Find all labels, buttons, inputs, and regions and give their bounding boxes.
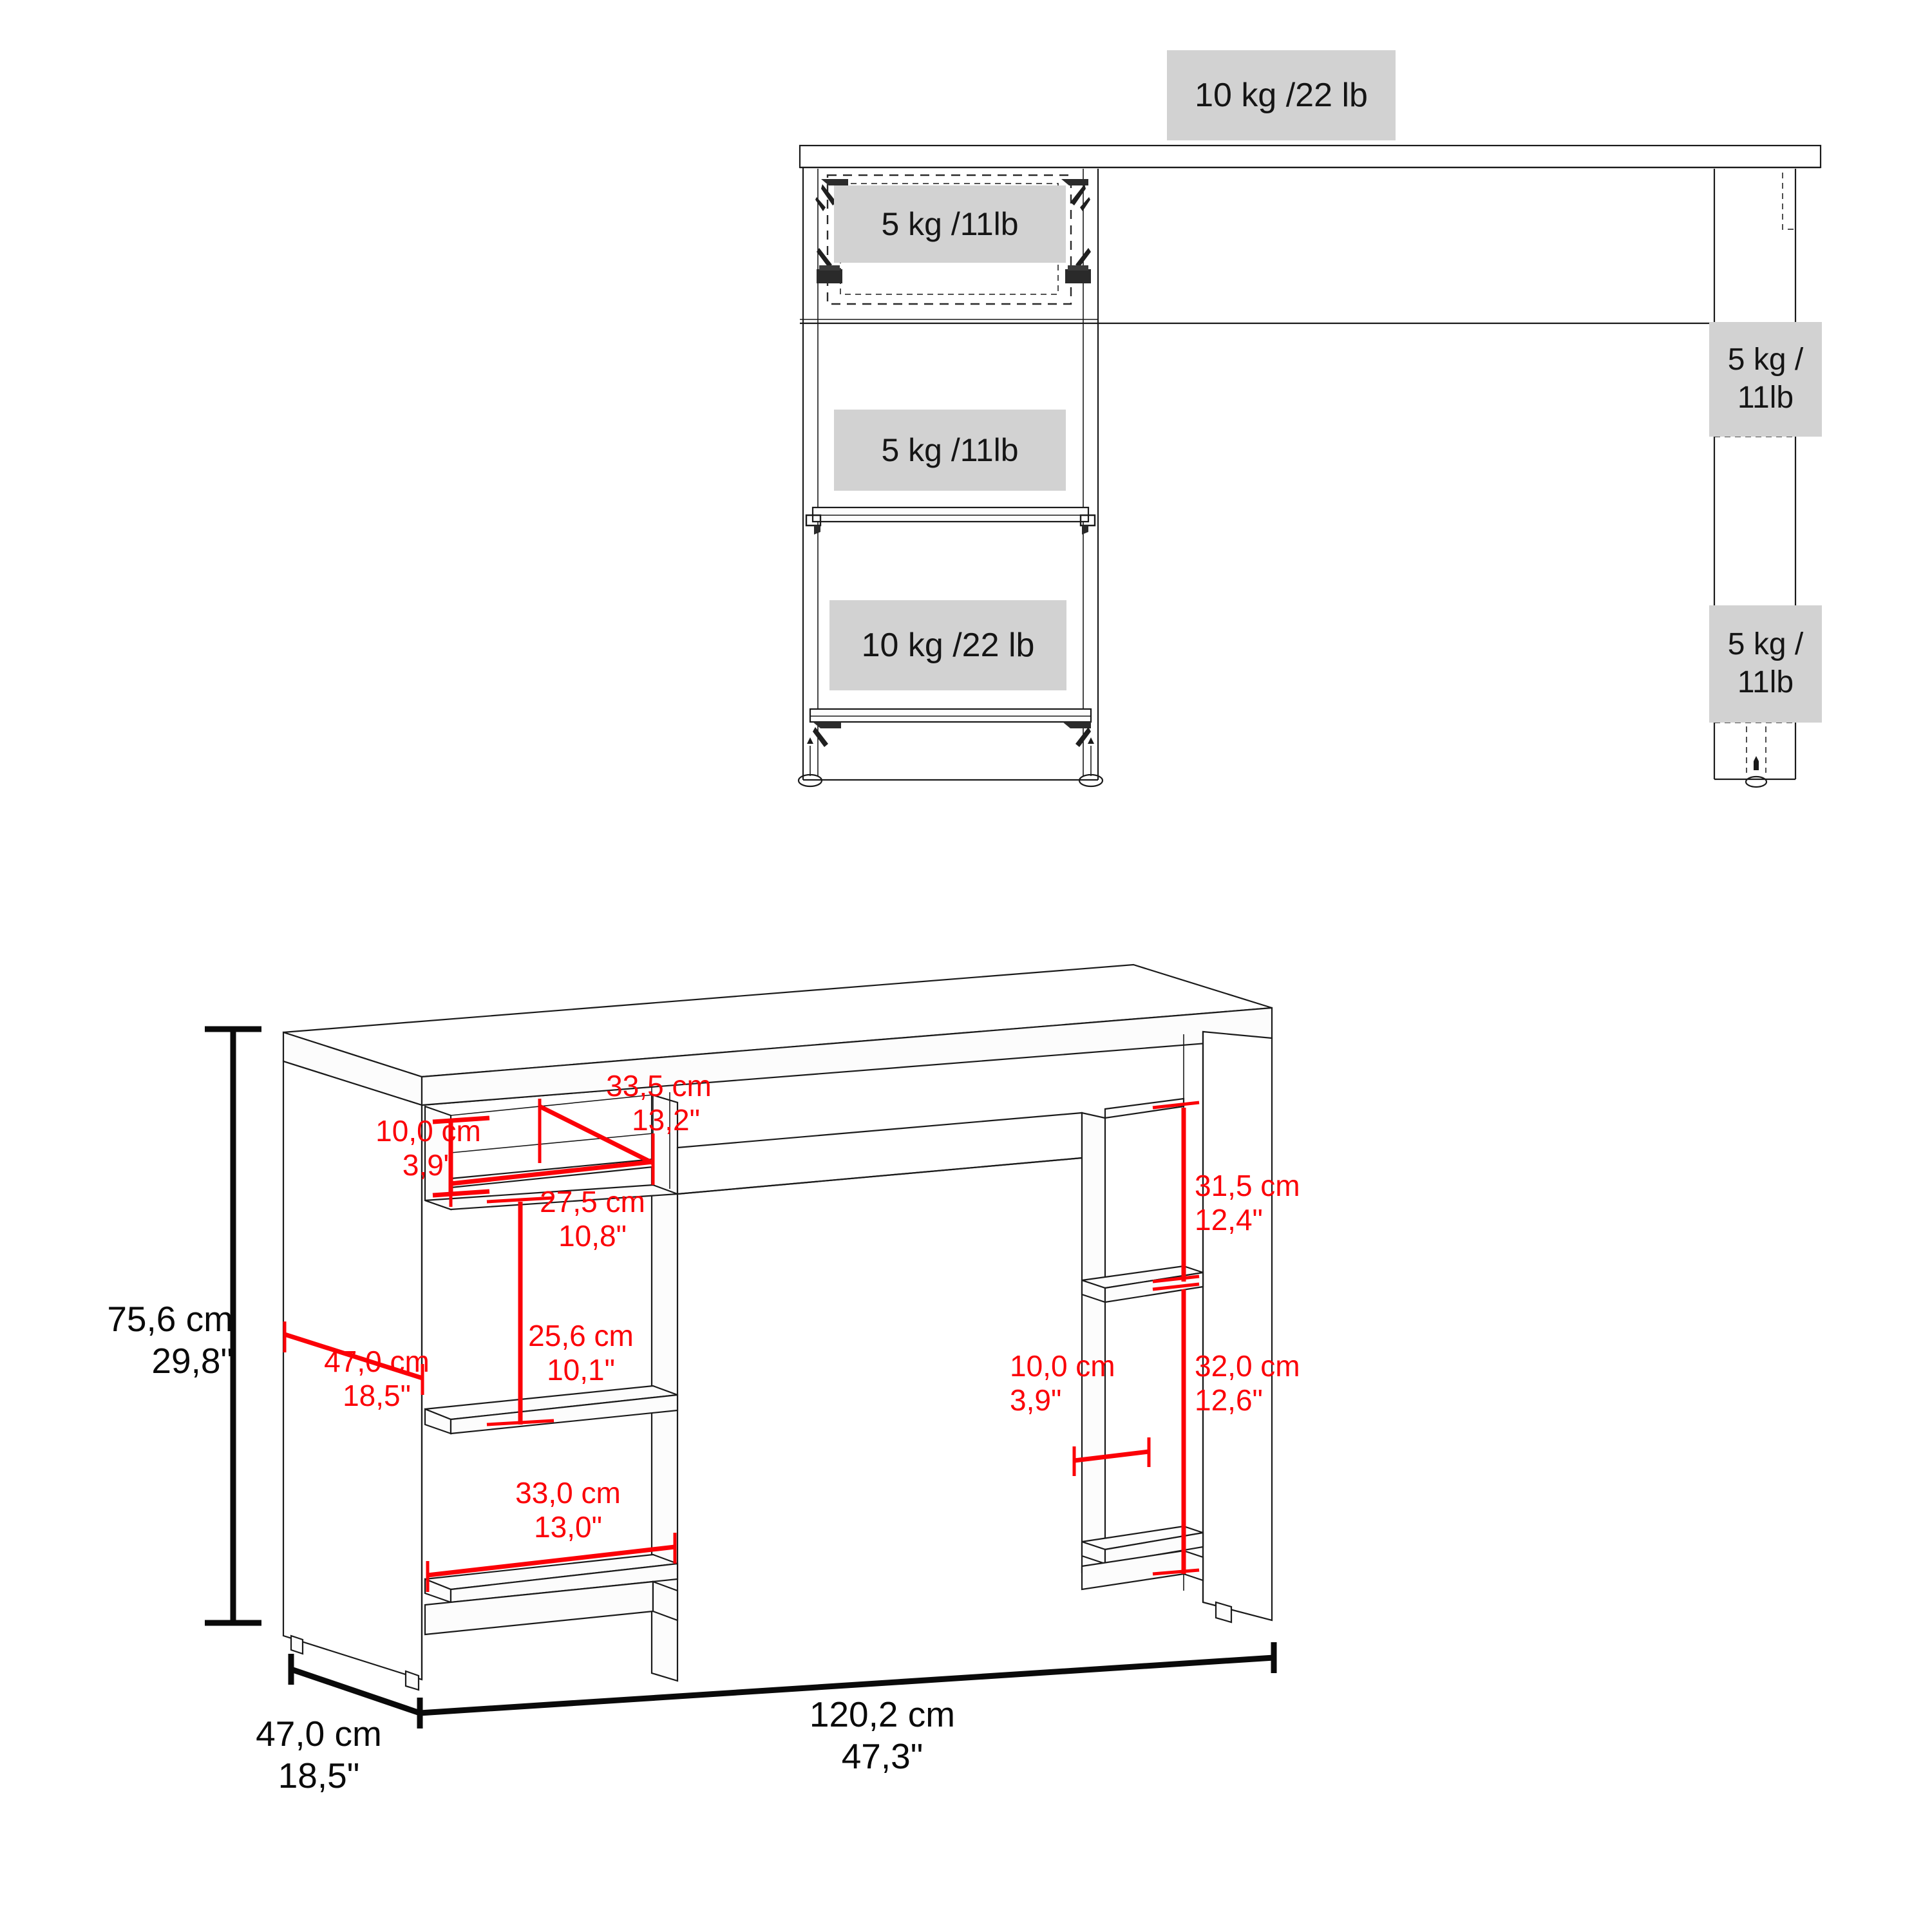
dim-overall-width-label: 120,2 cm 47,3" [773, 1694, 992, 1777]
badge-drawer-load [834, 185, 1066, 263]
overall-width-in: 47,3" [841, 1736, 923, 1776]
right-outer-panel [1202, 1030, 1273, 1624]
dim-drawer-width [449, 1154, 655, 1207]
right-lower-cm: 32,0 cm [1195, 1349, 1300, 1383]
left-middle-shelf-3d [424, 1385, 679, 1435]
right-upper-load-label-line1: 5 kg / [1727, 343, 1804, 377]
badge-desktop-load [1167, 50, 1396, 140]
desk-top-surface [282, 963, 1273, 1106]
dim-overall-depth-label: 47,0 cm 18,5" [238, 1713, 399, 1797]
dim-side-depth-label: 47,0 cm 18,5" [293, 1345, 460, 1414]
drawer-depth-in: 13,2" [632, 1103, 700, 1137]
right-lower-load-label-line1: 5 kg / [1727, 627, 1804, 662]
right-depth-cm: 10,0 cm [1010, 1349, 1115, 1383]
middle-shelf-load-label: 5 kg /11lb [881, 432, 1019, 468]
dim-right-lower-height [1152, 1282, 1200, 1576]
side-depth-cm: 47,0 cm [324, 1345, 430, 1378]
bottom-shelf-in: 13,0" [534, 1510, 602, 1544]
right-depth-in: 3,9" [1010, 1383, 1062, 1417]
right-lower-shelf-3d [1081, 1525, 1204, 1591]
badge-right-lower-load [1709, 605, 1822, 723]
desktop-load-label-wrap: 10 kg /22 lb [1167, 50, 1396, 140]
drawer-load-label-wrap: 5 kg /11lb [834, 185, 1066, 263]
desktop-panel [799, 144, 1822, 169]
overall-depth-in: 18,5" [278, 1755, 360, 1795]
right-upper-cm: 31,5 cm [1195, 1169, 1300, 1202]
left-pedestal-feet [797, 737, 1104, 788]
mid-compartment-cm: 25,6 cm [528, 1319, 634, 1352]
overall-depth-cm: 47,0 cm [256, 1714, 382, 1754]
dim-mid-compartment-label: 25,6 cm 10,1" [497, 1319, 665, 1388]
overall-width-cm: 120,2 cm [809, 1694, 956, 1734]
drawer-width-in: 10,8" [558, 1219, 627, 1253]
dim-right-lower-label: 32,0 cm 12,6" [1195, 1349, 1362, 1418]
dim-bottom-shelf-label: 33,0 cm 13,0" [484, 1476, 652, 1545]
bottom-shelf-load-label-wrap: 10 kg /22 lb [829, 600, 1066, 690]
dim-right-shelf-depth [1072, 1437, 1151, 1476]
drawer-height-in: 3,9" [402, 1148, 455, 1182]
dim-right-depth-label: 10,0 cm 3,9" [1010, 1349, 1171, 1418]
dim-side-depth [283, 1321, 424, 1395]
right-lower-load-label-line2: 11lb [1737, 665, 1794, 699]
drawer-height-cm: 10,0 cm [375, 1114, 481, 1148]
badge-bottom-shelf-load [829, 600, 1066, 690]
dim-right-upper-height [1152, 1101, 1200, 1283]
drawer-depth-cm: 33,5 cm [606, 1069, 712, 1103]
dim-overall-height-label: 75,6 cm 29,8" [85, 1298, 233, 1382]
mid-compartment-in: 10,1" [547, 1353, 615, 1387]
side-depth-in: 18,5" [343, 1379, 411, 1413]
right-upper-load-label-wrap: 5 kg / 11lb [1709, 322, 1822, 437]
right-lower-in: 12,6" [1195, 1383, 1263, 1417]
left-bottom-shelf-3d [424, 1553, 679, 1636]
dim-bottom-shelf-width [426, 1533, 677, 1592]
dim-drawer-height-label: 10,0 cm 3,9" [348, 1114, 509, 1183]
overall-height-in: 29,8" [151, 1340, 233, 1381]
drawer-width-cm: 27,5 cm [540, 1185, 645, 1218]
dim-mid-compartment-height [486, 1196, 554, 1426]
dim-overall-height [205, 1026, 261, 1626]
bottom-shelf-cm: 33,0 cm [515, 1476, 621, 1510]
right-lower-load-label-wrap: 5 kg / 11lb [1709, 605, 1822, 723]
drawer-load-label: 5 kg /11lb [881, 206, 1019, 242]
bottom-shelf-load-label: 10 kg /22 lb [861, 627, 1035, 664]
badge-middle-shelf-load [834, 410, 1066, 491]
dim-overall-depth-width [288, 1642, 1277, 1728]
right-inner-panel [1081, 1112, 1106, 1582]
desktop-load-label: 10 kg /22 lb [1195, 77, 1368, 114]
dim-right-upper-label: 31,5 cm 12,4" [1195, 1169, 1362, 1238]
right-upper-load-label-line2: 11lb [1737, 381, 1794, 415]
dim-drawer-width-label: 27,5 cm 10,8" [509, 1185, 676, 1254]
middle-shelf-load-label-wrap: 5 kg /11lb [834, 410, 1066, 491]
badge-right-upper-load [1709, 322, 1822, 437]
overall-height-cm: 75,6 cm [107, 1299, 233, 1339]
right-upper-in: 12,4" [1195, 1203, 1263, 1237]
left-middle-shelf [805, 506, 1096, 535]
dim-drawer-depth-label: 33,5 cm 13,2" [578, 1069, 739, 1138]
right-niche-top [1104, 1034, 1185, 1591]
left-bottom-shelf [809, 708, 1092, 747]
